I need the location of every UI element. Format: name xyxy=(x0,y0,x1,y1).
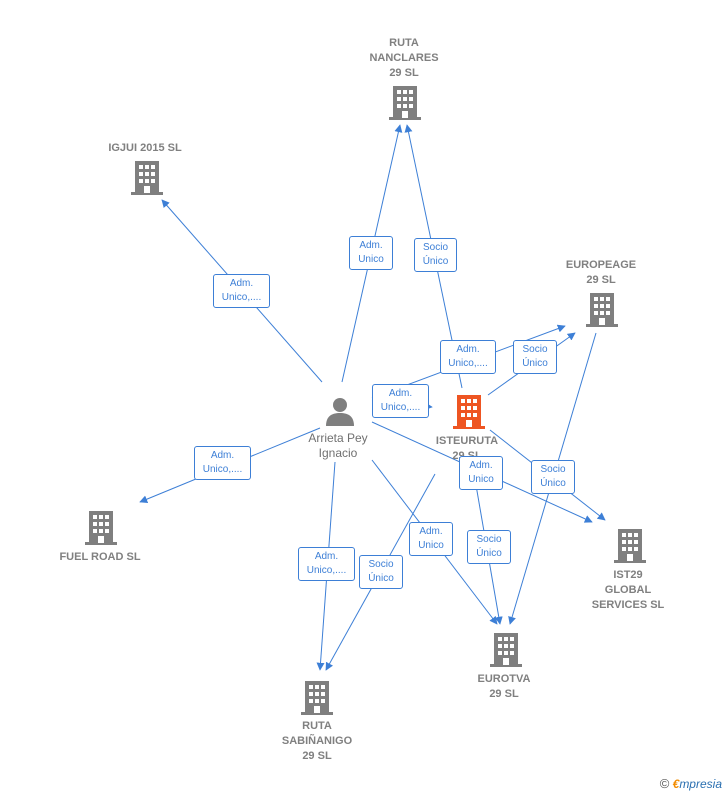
building-icon-focal xyxy=(453,395,485,429)
edge-label-socio-unico[interactable]: Socio Único xyxy=(513,340,557,374)
edge-label-adm-unico-multi[interactable]: Adm. Unico,.... xyxy=(298,547,355,581)
building-icon xyxy=(389,86,421,120)
building-icon xyxy=(131,161,163,195)
node-label-europeage[interactable]: EUROPEAGE 29 SL xyxy=(565,259,637,286)
node-label-ist29[interactable]: IST29 GLOBAL SERVICES SL xyxy=(591,569,665,611)
node-label-ruta-sabinanigo[interactable]: RUTA SABIÑANIGO 29 SL xyxy=(281,720,353,762)
building-icon xyxy=(490,633,522,667)
edge-label-socio-unico[interactable]: Socio Único xyxy=(531,460,575,494)
edge-label-adm-unico[interactable]: Adm. Unico xyxy=(409,522,453,556)
edge-label-adm-unico-multi[interactable]: Adm. Unico,.... xyxy=(440,340,496,374)
edge-label-adm-unico-multi[interactable]: Adm. Unico,.... xyxy=(194,446,251,480)
node-label-ruta-nanclares[interactable]: RUTA NANCLARES 29 SL xyxy=(369,37,439,79)
edge-label-socio-unico[interactable]: Socio Único xyxy=(359,555,403,589)
copyright-symbol: © xyxy=(659,776,670,791)
person-icon xyxy=(326,398,354,426)
edge-label-adm-unico-multi[interactable]: Adm. Unico,.... xyxy=(372,384,429,418)
node-label-eurotva[interactable]: EUROTVA 29 SL xyxy=(477,673,531,700)
building-icon xyxy=(85,511,117,545)
building-icon xyxy=(301,681,333,715)
node-label-igjui[interactable]: IGJUI 2015 SL xyxy=(108,142,182,154)
footer-brand: © €mpresia xyxy=(660,776,722,791)
building-icon xyxy=(614,529,646,563)
edge-label-adm-unico-multi[interactable]: Adm. Unico,.... xyxy=(213,274,270,308)
node-label-arrieta[interactable]: Arrieta Pey Ignacio xyxy=(308,431,368,460)
edge-label-adm-unico[interactable]: Adm. Unico xyxy=(459,456,503,490)
building-icon xyxy=(586,293,618,327)
brand-logo: €mpresia xyxy=(672,777,722,791)
edge-label-socio-unico[interactable]: Socio Único xyxy=(414,238,457,272)
edge-label-socio-unico[interactable]: Socio Único xyxy=(467,530,511,564)
edge-label-adm-unico[interactable]: Adm. Unico xyxy=(349,236,393,270)
node-label-fuel-road[interactable]: FUEL ROAD SL xyxy=(59,551,141,563)
